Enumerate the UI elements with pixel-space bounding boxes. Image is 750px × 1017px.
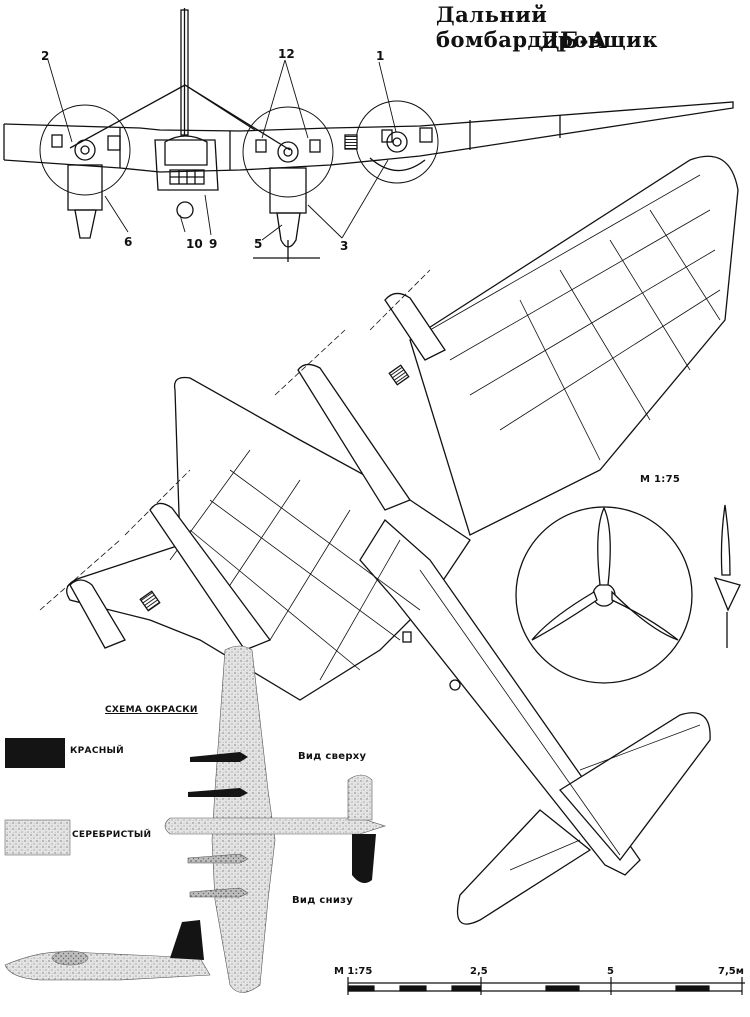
propeller-detail bbox=[515, 504, 741, 684]
callout-6: 6 bbox=[124, 235, 132, 249]
propeller-blade-1 bbox=[597, 506, 611, 586]
front-view bbox=[3, 8, 734, 262]
scale-bar bbox=[347, 977, 745, 995]
legend-swatch-red bbox=[5, 738, 65, 768]
front-fuselage bbox=[154, 139, 219, 191]
callout-12: 12 bbox=[278, 47, 295, 61]
plan-left-wing bbox=[66, 376, 471, 701]
plan-right-tailplane bbox=[559, 712, 711, 862]
drawing-subtitle: ДБ-А bbox=[540, 28, 608, 54]
scale-tick-7-5: 7,5м bbox=[718, 966, 744, 977]
scheme-fin-red bbox=[352, 834, 376, 884]
callout-3: 3 bbox=[340, 239, 348, 253]
front-wing bbox=[3, 101, 734, 173]
color-scheme bbox=[4, 645, 386, 993]
callout-5: 5 bbox=[254, 237, 262, 251]
propeller-blade-2 bbox=[531, 591, 598, 641]
callout-9: 9 bbox=[209, 237, 217, 251]
legend-swatch-silver bbox=[4, 819, 71, 856]
scale-tick-5: 5 bbox=[607, 966, 614, 977]
callout-2: 2 bbox=[41, 49, 49, 63]
propeller-side-blade bbox=[720, 504, 731, 576]
front-engine-circle-left bbox=[39, 104, 131, 196]
front-tail-wheel bbox=[176, 201, 194, 219]
drawing-title: Дальний бомбардировщик bbox=[436, 2, 658, 52]
legend-label-silver: СЕРЕБРИСТЫЙ bbox=[72, 830, 152, 840]
callout-10: 10 bbox=[186, 237, 203, 251]
callout-1: 1 bbox=[376, 49, 384, 63]
propeller-blade-3 bbox=[611, 590, 679, 641]
top-view-label: Вид сверху bbox=[298, 751, 367, 762]
plan-nacelle-4 bbox=[69, 579, 126, 649]
front-callouts: 1 2 12 6 10 9 5 3 bbox=[41, 47, 384, 253]
front-nacelle-center bbox=[269, 167, 307, 214]
plan-right-wing bbox=[409, 155, 739, 536]
scale-tick-2-5: 2,5 bbox=[470, 966, 488, 977]
plan-view bbox=[39, 155, 739, 925]
front-engine-circle-center bbox=[242, 106, 334, 198]
legend-label-red: КРАСНЫЙ bbox=[70, 746, 125, 756]
color-scheme-heading: СХЕМА ОКРАСКИ bbox=[105, 705, 198, 715]
plan-nacelle-1 bbox=[384, 292, 446, 361]
propeller-scale-label: М 1:75 bbox=[640, 474, 681, 485]
bottom-view-label: Вид снизу bbox=[292, 895, 354, 906]
front-nacelle-left bbox=[67, 164, 103, 211]
plan-left-tailplane bbox=[456, 809, 592, 925]
plan-nacelle-2 bbox=[297, 363, 411, 511]
scheme-fuselage-silhouette bbox=[164, 817, 386, 835]
scale-bar-label: М 1:75 bbox=[334, 966, 373, 977]
